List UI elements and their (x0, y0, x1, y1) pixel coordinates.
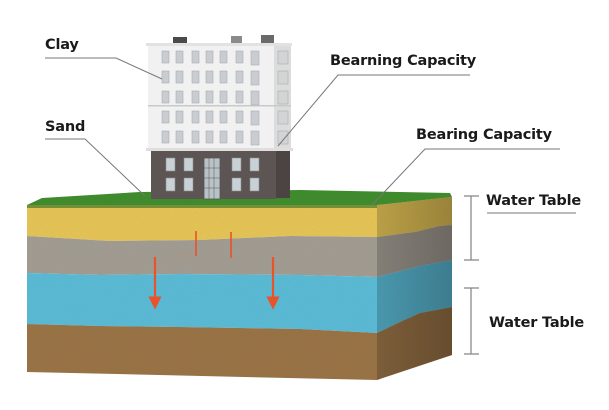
water-layer-front (27, 273, 377, 333)
building-window (161, 50, 170, 64)
building-window (161, 70, 170, 84)
building-window (191, 50, 200, 64)
building-window (205, 90, 214, 104)
water-table-top-bracket (464, 195, 479, 261)
gravel-layer-front (27, 236, 377, 277)
building-window (219, 50, 228, 64)
building-window (191, 90, 200, 104)
building-window (161, 110, 170, 124)
building-window (219, 70, 228, 84)
building-window (250, 110, 260, 126)
sand-leader-line (45, 138, 146, 197)
ground-block-side (377, 197, 452, 380)
bearing-capacity-bottom-label: Bearing Capacity (416, 127, 552, 143)
building-window (250, 50, 260, 66)
building-window (249, 177, 260, 192)
clay-leader-line (45, 57, 163, 80)
building-window (277, 50, 289, 65)
building-window (205, 130, 214, 144)
building-window (250, 130, 260, 146)
building-window (219, 90, 228, 104)
building-window (277, 70, 289, 85)
building-window (235, 110, 244, 124)
building-window (219, 110, 228, 124)
building-window (183, 157, 194, 172)
building-window (165, 157, 176, 172)
clay-label: Clay (45, 37, 79, 53)
building-window (205, 50, 214, 64)
building-window (235, 130, 244, 144)
building-window (191, 70, 200, 84)
building-window (235, 70, 244, 84)
building-window (183, 177, 194, 192)
building-window (231, 177, 242, 192)
settlement-arrows (148, 231, 280, 310)
bearing-capacity-top-label: Bearning Capacity (330, 53, 477, 69)
building-window (250, 70, 260, 86)
building-window (175, 110, 184, 124)
building-window (250, 90, 260, 106)
building-window (277, 130, 289, 145)
building-window (249, 157, 260, 172)
bearing-capacity-bottom-leader-line (371, 148, 560, 206)
building-window (231, 157, 242, 172)
building-window (161, 90, 170, 104)
building-window (175, 70, 184, 84)
building-window (277, 110, 289, 125)
water-table-bottom-label: Water Table (489, 315, 585, 331)
ground-block-front (27, 205, 377, 380)
sand-label: Sand (45, 119, 86, 135)
building-window (161, 130, 170, 144)
water-table-top-label: Water Table (486, 193, 582, 209)
building-window (175, 130, 184, 144)
sand-layer-front (27, 205, 377, 241)
building-window (205, 110, 214, 124)
apartment-building (146, 35, 293, 200)
building-entrance (203, 157, 221, 200)
building-window (191, 130, 200, 144)
building-window (175, 50, 184, 64)
building-window (175, 90, 184, 104)
building-window (165, 177, 176, 192)
building-window (219, 130, 228, 144)
building-window (235, 50, 244, 64)
water-table-bottom-bracket (464, 287, 479, 355)
dimension-brackets (464, 195, 479, 355)
building-window (205, 70, 214, 84)
building-window (277, 90, 289, 105)
bearing-capacity-top-leader-line (277, 74, 470, 147)
soil-layer-front (27, 324, 377, 380)
leader-lines (45, 57, 576, 214)
building-window (191, 110, 200, 124)
building-window (235, 90, 244, 104)
